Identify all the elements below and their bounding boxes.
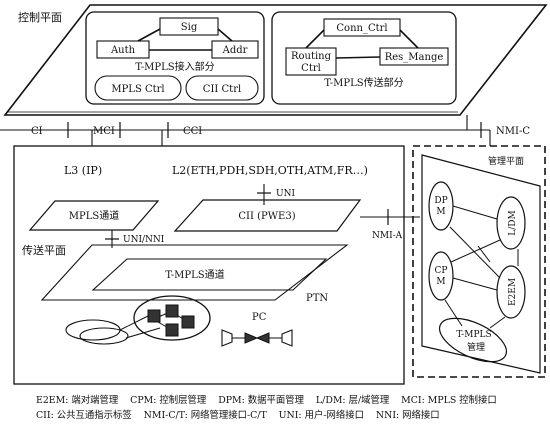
pc-left-adapter bbox=[221, 329, 233, 347]
l2-label: L2(ETH,PDH,SDH,OTH,ATM,FR…) bbox=[172, 164, 368, 177]
mpls-channel-label: MPLS通道 bbox=[69, 209, 119, 222]
ldm-ellipse bbox=[496, 196, 526, 250]
nmi-c-label: NMI-C bbox=[496, 126, 530, 137]
sig-auth-link bbox=[137, 28, 161, 42]
pc-right-triangle bbox=[255, 332, 270, 344]
router-icon-4 bbox=[165, 323, 179, 337]
dpm-e2em-link bbox=[449, 226, 501, 279]
cpm-ellipse bbox=[428, 251, 454, 301]
cpm-label-line1: CP bbox=[435, 266, 448, 276]
cii-ctrl-box bbox=[185, 75, 259, 101]
access-group-title: T-MPLS接入部分 bbox=[135, 60, 214, 73]
transport-group-box bbox=[271, 11, 457, 105]
network-ellipse-2 bbox=[79, 327, 129, 345]
ldm-cpm-link bbox=[450, 239, 501, 263]
cci-label: CCI bbox=[183, 126, 202, 137]
conn-ctrl-box bbox=[323, 18, 401, 37]
e2em-tmpls-link bbox=[489, 316, 506, 329]
ldm-label: L/DM bbox=[508, 210, 518, 235]
e2em-ellipse bbox=[496, 265, 526, 319]
pc-right-adapter bbox=[281, 329, 293, 347]
network-ellipse-1 bbox=[65, 319, 121, 341]
pc-left-triangle bbox=[244, 332, 259, 344]
tmpls-mgmt-ellipse bbox=[438, 317, 508, 363]
ptn-link-2 bbox=[125, 327, 161, 339]
cpm-tmpls-link bbox=[444, 299, 463, 327]
mgmt-cross-link bbox=[477, 245, 491, 263]
cii-pwe3-shape bbox=[173, 199, 362, 232]
control-plane-title: 控制平面 bbox=[18, 10, 62, 24]
dpm-ellipse bbox=[428, 181, 454, 231]
mpls-channel-shape bbox=[28, 200, 160, 231]
conn-routing-link bbox=[305, 29, 325, 49]
uni-label: UNI bbox=[276, 189, 295, 199]
cpm-e2em-link bbox=[452, 277, 498, 291]
legend-line-1: E2EM: 端对端管理 CPM: 控制层管理 DPM: 数据平面管理 L/DM:… bbox=[36, 394, 497, 406]
addr-label: Addr bbox=[222, 45, 248, 56]
transport-plane-box bbox=[13, 145, 405, 385]
res-mange-box bbox=[379, 47, 449, 66]
conn-ctrl-label: Conn_Ctrl bbox=[336, 23, 387, 34]
routing-res-link bbox=[335, 56, 381, 59]
cii-ctrl-label: CII Ctrl bbox=[203, 84, 241, 95]
cii-pwe3-label: CII (PWE3) bbox=[238, 211, 295, 222]
management-plane-title: 管理平面 bbox=[488, 155, 524, 167]
ptn-label: PTN bbox=[306, 293, 328, 304]
ci-label: CI bbox=[31, 126, 43, 137]
pc-label: PC bbox=[252, 312, 267, 323]
dpm-label-line1: DP bbox=[434, 196, 447, 206]
tmpls-mgmt-label-line2: 管理 bbox=[467, 341, 485, 353]
sig-addr-link bbox=[217, 28, 233, 42]
auth-label: Auth bbox=[110, 45, 136, 56]
dpm-label-line2: M bbox=[436, 207, 445, 217]
cpm-label-line2: M bbox=[436, 277, 445, 287]
l3-label: L3 (IP) bbox=[64, 164, 102, 177]
ptn-domain-ellipse bbox=[133, 295, 211, 341]
routing-ctrl-label-line1: Routing bbox=[291, 51, 332, 62]
routing-ctrl-box bbox=[285, 47, 337, 76]
transport-plane-title: 传送平面 bbox=[22, 243, 66, 257]
tmpls-mgmt-label-line1: T-MPLS bbox=[456, 330, 491, 340]
ptn-layer-shape bbox=[40, 244, 349, 301]
res-mange-label: Res_Mange bbox=[385, 52, 444, 63]
routing-ctrl-label-line2: Ctrl bbox=[301, 63, 321, 74]
tmpls-channel-shape bbox=[91, 258, 328, 291]
uni-nni-label: UNI/NNI bbox=[123, 235, 165, 245]
tmpls-channel-label: T-MPLS通道 bbox=[165, 268, 224, 281]
router-icon-1 bbox=[147, 309, 161, 323]
mpls-ctrl-box bbox=[94, 75, 182, 101]
e2em-label: E2EM bbox=[508, 278, 518, 306]
dpm-ldm-link bbox=[452, 205, 498, 220]
router-icon-2 bbox=[165, 304, 179, 318]
nmi-a-label: NMI-A bbox=[372, 231, 403, 241]
management-plane-box bbox=[412, 145, 546, 378]
sig-label: Sig bbox=[181, 22, 198, 33]
mci-label: MCI bbox=[93, 126, 115, 137]
management-plane-shape bbox=[421, 154, 541, 374]
conn-res-link bbox=[399, 29, 419, 49]
mpls-ctrl-label: MPLS Ctrl bbox=[111, 84, 164, 95]
control-plane-parallelogram bbox=[3, 4, 548, 116]
ptn-link-1 bbox=[119, 315, 149, 331]
sig-box bbox=[159, 17, 219, 36]
legend-line-2: CII: 公共互通指示标签 NMI-C/T: 网络管理接口-C/T UNI: 用… bbox=[36, 409, 440, 421]
access-group-box bbox=[85, 11, 265, 105]
transport-group-title: T-MPLS传送部分 bbox=[324, 76, 403, 89]
router-icon-3 bbox=[181, 315, 195, 329]
